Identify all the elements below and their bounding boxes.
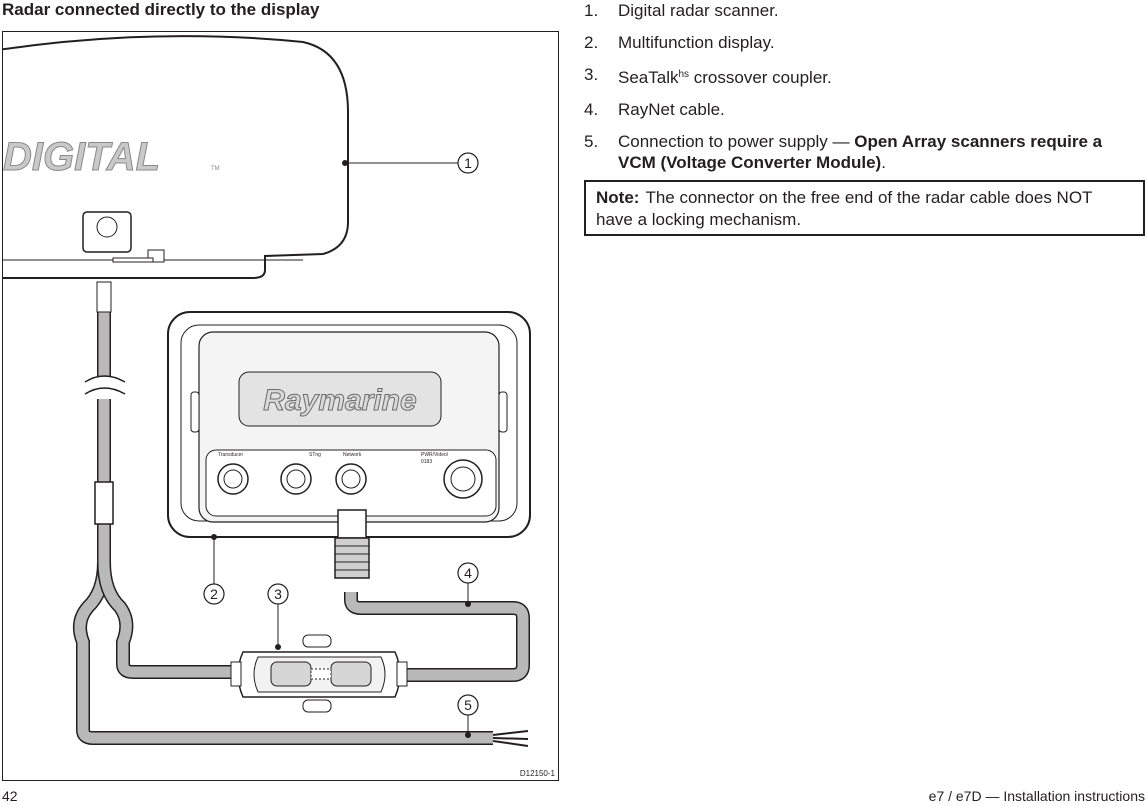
list-item: 1.Digital radar scanner. — [584, 1, 779, 20]
legend-list: 1.Digital radar scanner. 2.Multifunction… — [584, 0, 1144, 184]
raynet-connector — [334, 509, 370, 579]
page-heading: Radar connected directly to the display — [2, 0, 320, 19]
svg-text:3: 3 — [274, 586, 282, 602]
port-label-network: Network — [343, 452, 362, 458]
port-label-stng: STng — [309, 452, 321, 458]
raymarine-logo: Raymarine — [263, 384, 416, 417]
list-item: 3.SeaTalkhs crossover coupler. — [584, 65, 832, 87]
port-label-transducer: Transducer — [218, 452, 243, 458]
callout-2: 2 — [203, 583, 225, 605]
wiring-figure: DIGITAL TM — [2, 31, 559, 781]
port-label-0183: 0183 — [421, 459, 432, 465]
multifunction-display: Raymarine Transducer STng Network PWR/Vi… — [167, 311, 531, 538]
list-item: 4.RayNet cable. — [584, 100, 725, 119]
radar-scanner: DIGITAL TM — [3, 35, 349, 279]
figure-id: D12150-1 — [519, 769, 555, 778]
svg-text:1: 1 — [464, 155, 472, 171]
list-item: 5.Connection to power supply — Open Arra… — [584, 132, 1103, 172]
note-label: Note: — [596, 188, 640, 207]
port-label-power: PWR/Video/ — [421, 452, 449, 458]
note-box: Note:The connector on the free end of th… — [584, 180, 1145, 236]
svg-text:2: 2 — [210, 586, 218, 602]
callout-4: 4 — [457, 562, 479, 584]
svg-text:5: 5 — [464, 697, 472, 713]
callout-5: 5 — [457, 694, 479, 716]
list-item: 2.Multifunction display. — [584, 33, 775, 52]
page-number: 42 — [2, 788, 18, 804]
wiring-diagram: DIGITAL TM — [3, 35, 531, 747]
callout-3: 3 — [267, 583, 289, 605]
tm-mark: TM — [211, 166, 220, 172]
footer-title: e7 / e7D — Installation instructions — [928, 788, 1145, 804]
crossover-coupler — [230, 634, 408, 713]
note-text: The connector on the free end of the rad… — [596, 188, 1093, 229]
callout-1: 1 — [457, 152, 479, 174]
digital-logo: DIGITAL — [3, 135, 160, 179]
svg-text:4: 4 — [464, 565, 472, 581]
